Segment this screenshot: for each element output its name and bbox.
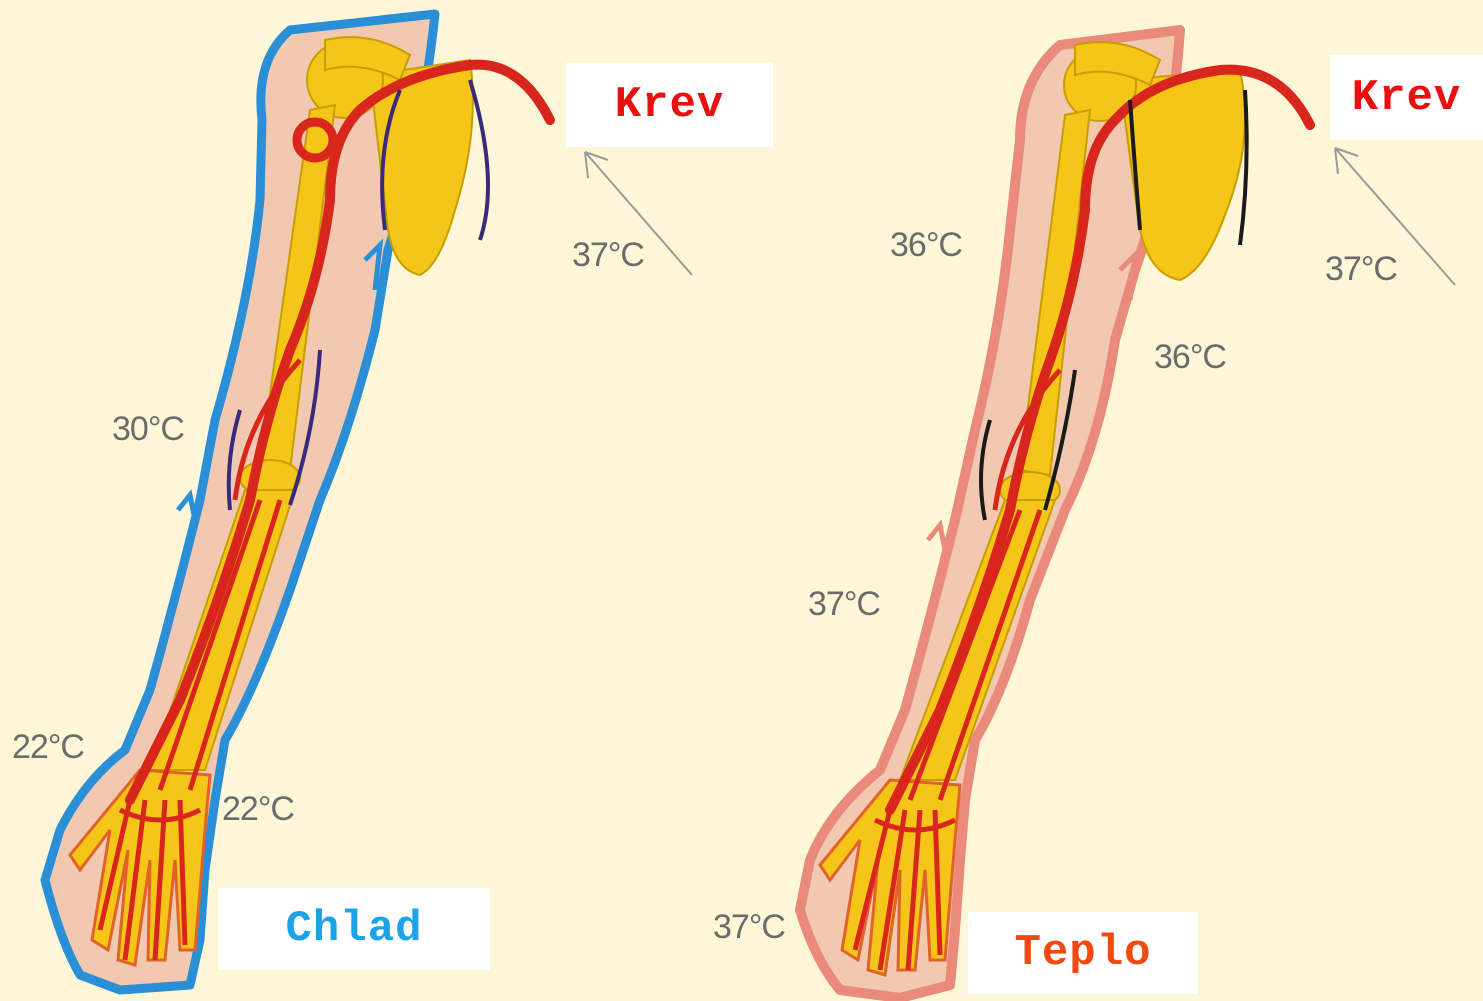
left-temp-upper-arm: 30°C (112, 410, 184, 449)
right-temp-shoulder: 36°C (890, 226, 962, 265)
left-temp-hand: 22°C (222, 790, 294, 829)
left-blood-label: Krev (566, 63, 773, 147)
right-temp-hand: 37°C (713, 908, 785, 947)
right-state-label-text: Teplo (1014, 928, 1151, 978)
left-state-label: Chlad (218, 888, 490, 970)
left-state-label-text: Chlad (285, 904, 422, 954)
left-blood-label-text: Krev (615, 80, 725, 130)
left-arm-cold (45, 14, 692, 990)
right-temp-core: 37°C (1325, 250, 1397, 289)
right-state-label: Teplo (968, 912, 1198, 994)
left-temp-wrist: 22°C (12, 728, 84, 767)
left-return-arrow-2 (178, 495, 195, 520)
right-temp-forearm: 37°C (808, 585, 880, 624)
right-blood-label-text: Krev (1352, 73, 1462, 123)
right-return-arrow-2 (928, 525, 945, 550)
right-arm-warm (800, 30, 1455, 998)
left-temp-core: 37°C (572, 236, 644, 275)
right-temp-upper-arm: 36°C (1154, 338, 1226, 377)
right-blood-label: Krev (1330, 55, 1483, 140)
